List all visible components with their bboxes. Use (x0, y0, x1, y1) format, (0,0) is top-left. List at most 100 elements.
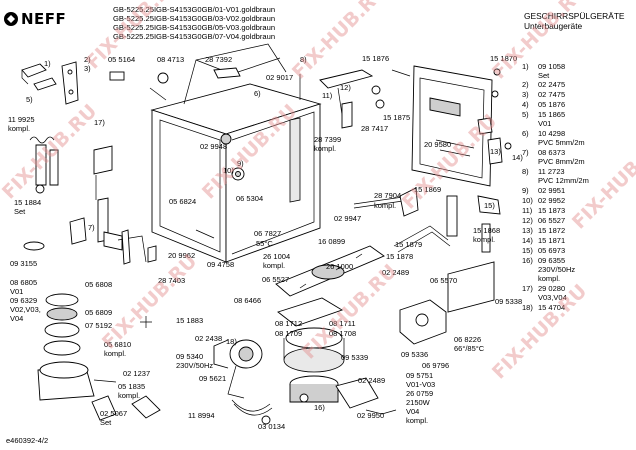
part-label: 06 5527 (262, 275, 289, 284)
legend-code: 09 6355 (538, 256, 565, 265)
part-label: 08 1709 (275, 329, 302, 338)
legend-note: PVC 5mm/2m (538, 138, 585, 147)
part-label: 15 1876 (362, 54, 389, 63)
subcategory-title: Unterbaugeräte (524, 21, 583, 31)
part-label: V02,V03, (10, 305, 41, 314)
part-label: 15 1883 (176, 316, 203, 325)
legend-code: 09 1058 (538, 62, 565, 71)
part-label: 08 1712 (275, 319, 302, 328)
legend-code: 05 6973 (538, 246, 565, 255)
watermark: FIX-HUB.RU (98, 250, 201, 353)
legend-num: 18) (522, 303, 533, 312)
part-label: kompl. (406, 416, 428, 425)
part-label: 11 8994 (188, 411, 215, 420)
legend-code: 15 4704 (538, 303, 565, 312)
legend-num: 5) (522, 110, 529, 119)
legend-code: 15 1871 (538, 236, 565, 245)
legend-code: 15 1865 (538, 110, 565, 119)
callout-number: 17) (94, 118, 105, 127)
legend-code: 06 5527 (538, 216, 565, 225)
part-label: kompl. (8, 124, 30, 133)
bracket-part-drawing (61, 61, 79, 105)
part-label: 02 1237 (123, 369, 150, 378)
part-label: 02 2438 (195, 334, 222, 343)
legend-code: 05 1876 (538, 100, 565, 109)
part-label: 28 7403 (158, 276, 185, 285)
part-label: 15 1870 (490, 54, 517, 63)
legend-num: 15) (522, 246, 533, 255)
legend-num: 16) (522, 256, 533, 265)
part-label: 09 5339 (341, 353, 368, 362)
part-label: 11 9925 (8, 115, 35, 124)
model-line-1: GB-5225.25IGB-S4153G0GB/01-V01.goldbraun (113, 5, 275, 14)
part-label: 28 7417 (361, 124, 388, 133)
legend-code: 15 1872 (538, 226, 565, 235)
callout-number: 16) (314, 403, 325, 412)
legend-note: kompl. (538, 274, 560, 283)
watermark: FIX-HUB.RU (288, 0, 391, 84)
legend-code: 02 9951 (538, 186, 565, 195)
part-label: 05 6824 (169, 197, 196, 206)
pump-motor-drawing (213, 339, 263, 399)
part-label: Set (14, 207, 26, 216)
legend-num: 4) (522, 100, 529, 109)
document-id: e460392-4/2 (6, 436, 48, 445)
legend-num: 1) (522, 62, 529, 71)
part-label: 26 1004 (263, 252, 290, 261)
part-label: 09 4758 (207, 260, 234, 269)
part-label: 26 1000 (326, 262, 353, 271)
legend-num: 8) (522, 167, 529, 176)
callout-numbers: 1) 2) 3) 5) 6) 7) 8) 9) 10) 11) 12) 13) … (26, 55, 523, 412)
part-label: 28 7392 (205, 55, 232, 64)
tub-frame-drawing (150, 43, 322, 263)
legend-code: 10 4298 (538, 129, 565, 138)
parts-legend: 1) 09 1058 Set 2) 02 2475 3) 02 7475 4) … (522, 62, 589, 312)
spray-arm-drawing (275, 245, 385, 297)
part-label: 05 5164 (108, 55, 135, 64)
callout-number: 15) (484, 201, 495, 210)
part-label: 15 1875 (383, 113, 410, 122)
legend-note: 230V/50Hz (538, 265, 575, 274)
part-label: 06 7827 (254, 229, 281, 238)
part-label: 15 1884 (14, 198, 41, 207)
callout-number: 18) (226, 337, 237, 346)
legend-code: 02 2475 (538, 80, 565, 89)
callout-number: 3) (84, 64, 91, 73)
brand-logo-text: NEFF (21, 10, 66, 28)
legend-note: V03,V04 (538, 293, 567, 302)
part-label: 09 6329 (10, 296, 37, 305)
part-label: 09 5751 (406, 371, 433, 380)
legend-num: 10) (522, 196, 533, 205)
legend-num: 2) (522, 80, 529, 89)
callout-number: 8) (300, 55, 307, 64)
part-label: 28 7399 (314, 135, 341, 144)
part-label: 02 9950 (357, 411, 384, 420)
part-label: 06 5570 (430, 276, 457, 285)
part-label: Set (100, 418, 112, 427)
part-label: 09 5336 (401, 350, 428, 359)
part-label: 05 6808 (85, 280, 112, 289)
part-label: 02 2489 (382, 268, 409, 277)
part-label: 05 1835 (118, 382, 145, 391)
part-label: 15 1869 (414, 185, 441, 194)
part-label: 2150W (406, 398, 431, 407)
legend-num: 9) (522, 186, 529, 195)
heater-drawing (335, 261, 495, 415)
sump-filter-drawing (277, 297, 345, 403)
drain-hose-drawing (231, 399, 273, 425)
part-label: 15 1868 (473, 226, 500, 235)
callout-number: 6) (254, 89, 261, 98)
part-label: V01-V03 (406, 380, 435, 389)
part-label: 06 8226 (454, 335, 481, 344)
legend-note: PVC 8mm/2m (538, 157, 585, 166)
door-panel-drawing (411, 65, 493, 187)
part-label: V04 (406, 407, 419, 416)
legend-code: 15 1873 (538, 206, 565, 215)
legend-num: 11) (522, 206, 533, 215)
spring-part-drawing (29, 136, 59, 194)
part-label: 08 6466 (234, 296, 261, 305)
legend-code: 08 6373 (538, 148, 565, 157)
callout-number: 5) (26, 95, 33, 104)
part-label: 16 0899 (318, 237, 345, 246)
